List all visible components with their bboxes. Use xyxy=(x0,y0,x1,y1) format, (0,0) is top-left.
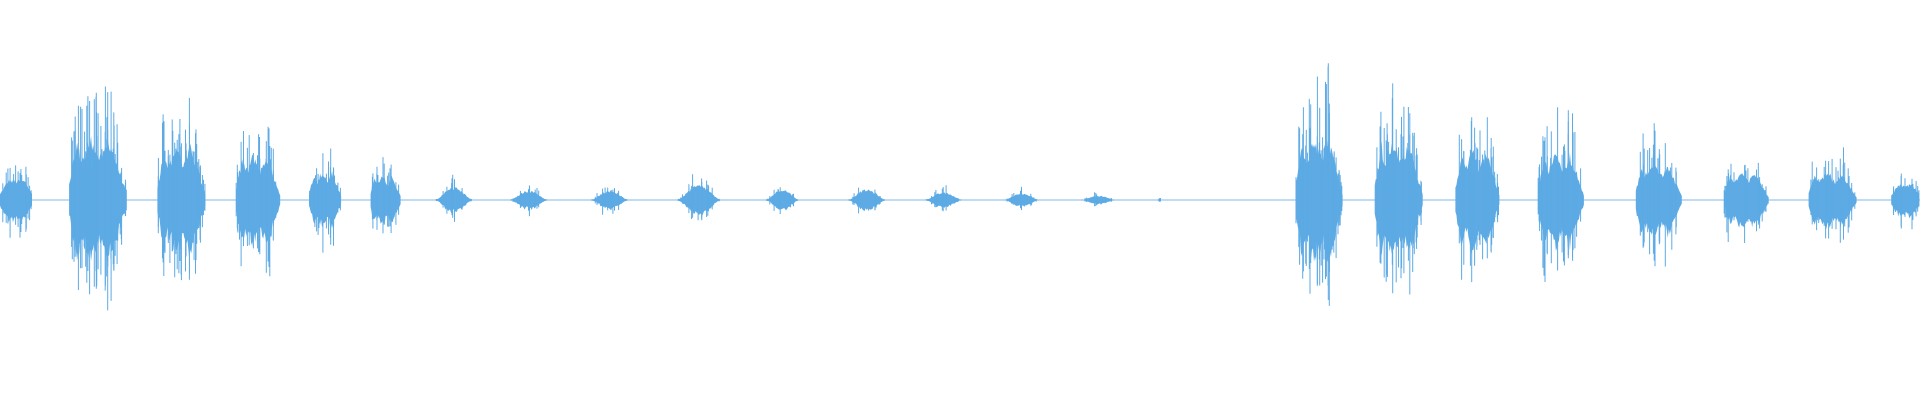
waveform-segment xyxy=(591,187,628,215)
waveform-envelope xyxy=(1081,195,1115,205)
waveform-segment xyxy=(677,174,721,221)
waveform-segment xyxy=(1374,83,1423,295)
waveform-segment xyxy=(309,148,342,253)
waveform-segment xyxy=(1891,173,1920,230)
waveform-segments xyxy=(0,63,1920,311)
waveform-segment xyxy=(1537,107,1584,282)
waveform-segment xyxy=(925,185,962,212)
waveform-segment xyxy=(69,86,127,311)
waveform-segment xyxy=(157,97,206,281)
waveform-segment xyxy=(848,187,885,214)
waveform-segment xyxy=(1808,147,1857,243)
waveform-envelope xyxy=(677,185,720,216)
waveform-segment xyxy=(1295,63,1343,306)
waveform-segment xyxy=(370,157,401,234)
waveform-segment xyxy=(435,174,472,222)
waveform-segment xyxy=(1157,197,1161,202)
waveform-segment xyxy=(235,126,281,277)
waveform-segment xyxy=(1004,186,1039,211)
waveform-segment xyxy=(1635,123,1682,267)
waveform-segment xyxy=(1723,162,1769,243)
waveform-envelope xyxy=(435,187,472,213)
waveform-envelope xyxy=(309,170,342,229)
waveform-segment xyxy=(1455,117,1500,283)
waveform-segment xyxy=(0,165,32,238)
waveform-segment xyxy=(1081,192,1115,207)
waveform-segment xyxy=(510,185,547,217)
waveform-segment xyxy=(766,187,799,214)
